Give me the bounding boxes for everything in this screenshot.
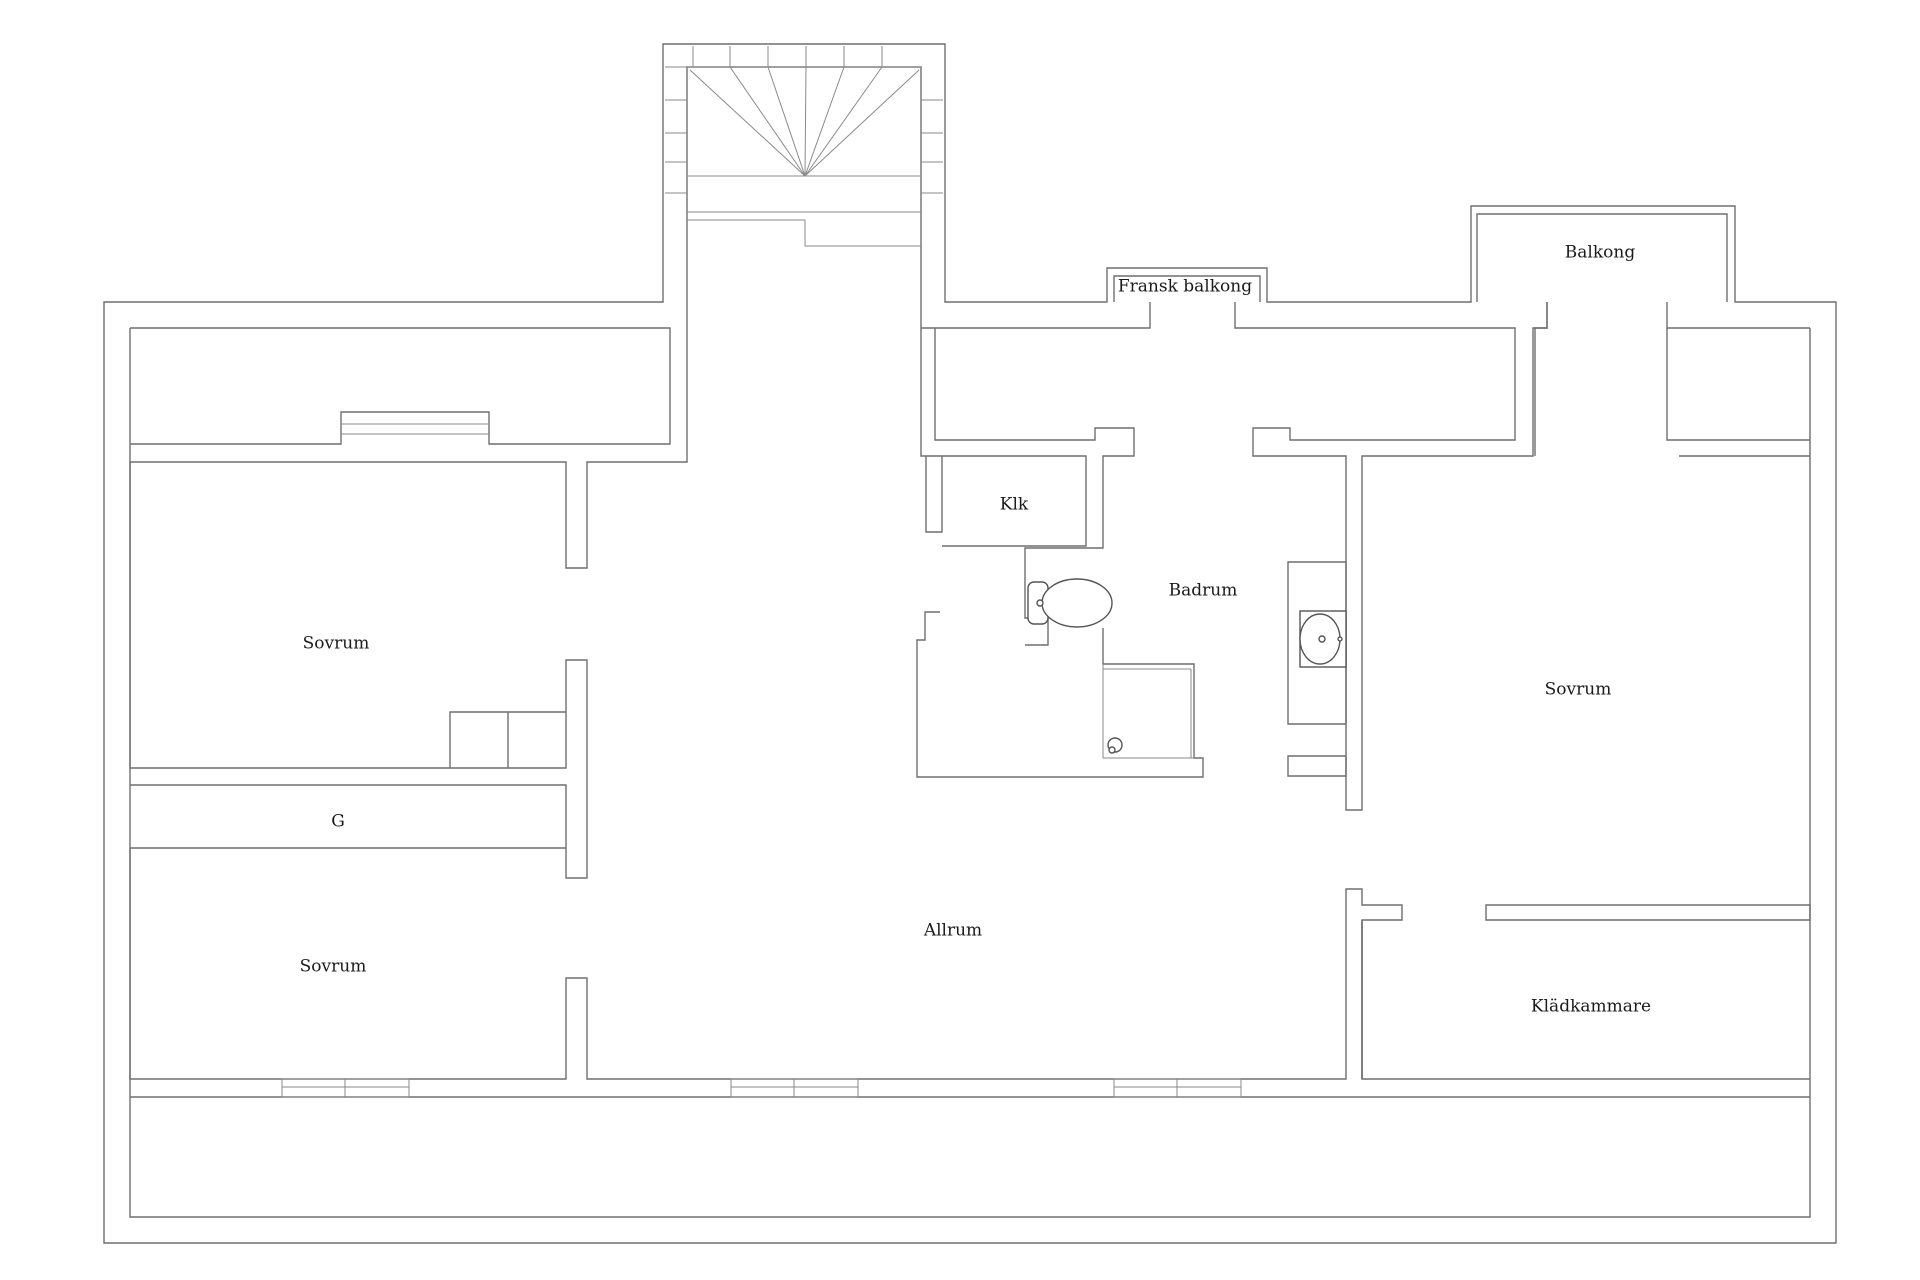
room-label-sovrum-bottom-left: Sovrum [300,957,367,977]
exterior-wall [103,43,1837,1244]
french-balcony [1113,275,1261,302]
room-label-klk: Klk [1000,495,1029,515]
sink-icon [1299,610,1347,668]
room-label-sovrum-top-left: Sovrum [303,634,370,654]
balcony [1476,213,1728,302]
right-rooms [1361,302,1811,1080]
staircase [665,46,943,328]
bathroom-block [916,302,1548,811]
shower-drain-icon [1107,737,1123,754]
toilet-icon [1027,578,1113,628]
left-top-storage [130,327,671,445]
bottom-windows [281,1078,1242,1098]
room-label-g: G [331,812,345,832]
room-label-balkong: Balkong [1565,243,1636,263]
left-rooms [129,328,1810,1098]
room-label-kladkammare: Klädkammare [1531,997,1651,1017]
room-label-allrum: Allrum [923,921,982,941]
room-label-fransk-balkong: Fransk balkong [1118,277,1252,297]
room-label-badrum: Badrum [1169,581,1238,601]
room-label-sovrum-right: Sovrum [1545,680,1612,700]
